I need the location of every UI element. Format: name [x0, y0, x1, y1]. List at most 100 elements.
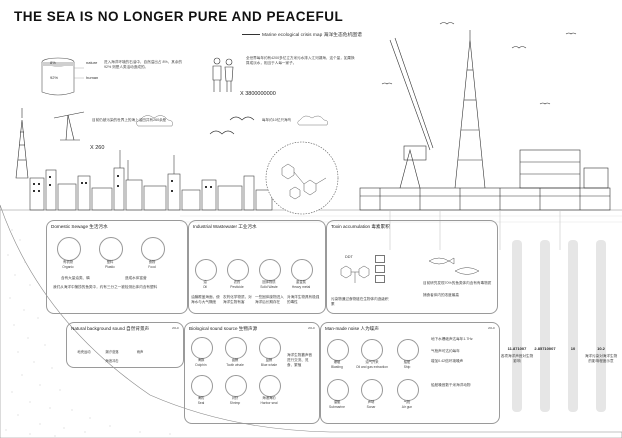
oil-gas-en: Oil and gas extraction — [356, 365, 388, 369]
solid-waste-icon — [259, 259, 281, 281]
sonar-icon — [361, 379, 383, 401]
oil-cn: 油 — [203, 280, 207, 284]
heavy-metal-en: Heavy metal — [291, 285, 311, 289]
oil-note: 目前仍被污染的世界上的海上油田共有260余座 — [92, 118, 167, 122]
harbor-seal-cn: 海港海豹 — [262, 396, 276, 400]
bar-value: 2.85710007 — [534, 346, 556, 351]
blue-whale-en: Blue whale — [260, 363, 278, 367]
solid-waste-cn: 固体物质 — [262, 280, 276, 284]
submarine-cn: 潜艇 — [333, 400, 341, 404]
tooth-whale-icon — [225, 337, 247, 359]
panel-title: Biological sound source 生物声源 — [189, 326, 258, 331]
blasting-icon — [327, 339, 349, 361]
blue-whale-cn: 蓝鲸 — [265, 358, 273, 362]
industrial-note-d: 对海洋生物具有极强的毒性 — [287, 295, 320, 304]
food-icon — [141, 237, 165, 261]
pesticide-cn: 农药 — [233, 280, 241, 284]
panel-title: Natural background sound 自然背景声 — [71, 326, 150, 331]
natural-item: 雨声 — [136, 350, 144, 354]
food-cn: 食物 — [148, 260, 156, 264]
heavy-metal-cn: 重金属 — [296, 280, 306, 284]
element-box-icon — [375, 255, 385, 263]
people-icon — [212, 57, 234, 92]
industrial-note-b: 农药化学物质，对海洋生物有害 — [223, 295, 252, 304]
solid-waste-en: Solid Waste — [260, 285, 278, 289]
pesticide-en: Pesticide — [230, 285, 244, 289]
birds — [209, 22, 577, 135]
oil-gas-extraction-icon — [361, 339, 383, 361]
toxin-note-b: 目前研究发现70%的鱼类体内含有有毒物质 — [423, 281, 492, 285]
panel-title: Industrial Wastewater 工业污水 — [193, 224, 257, 229]
dolphin-en: Dolphin — [195, 363, 207, 367]
toxin-note-a: 污染物通过食物链在生物体内逐级积累 — [331, 297, 389, 306]
industrial-note-a: 油膜覆盖海面，使海水与大气隔绝 — [191, 295, 220, 304]
submarine-en: Submarine — [329, 405, 345, 409]
big-multiplier: X 3800000000 — [240, 91, 276, 97]
organic-icon — [57, 237, 81, 261]
panel-title: Toxin accumulation 毒素累积 — [331, 224, 390, 229]
nature-label: nature — [86, 60, 98, 65]
pesticide-icon — [227, 259, 249, 281]
bird-note: 每年约10亿只海鸟 — [262, 118, 292, 122]
sewage-note-b: 造成水体富营 — [125, 276, 147, 280]
panel-toxin-accumulation: Toxin accumulation 毒素累积 DDT 污染物通过食物链在生物体… — [326, 220, 498, 314]
air-gun-en: Air gun — [401, 405, 413, 409]
page-subtitle: Marine ecological crisis map 海洋生态危机图谱 — [262, 33, 362, 38]
air-gun-cn: 气枪 — [403, 400, 411, 404]
panel-title: Man-made noise 人为噪声 — [325, 326, 379, 331]
manmade-note-c: 增加0.42倍环境噪声 — [431, 359, 464, 363]
industrial-note-c: 一些固体废物进入海洋后长期存在 — [255, 295, 284, 304]
subtitle-rule — [242, 34, 260, 35]
oil-derrick-left — [15, 108, 29, 179]
plastic-en: Plastic — [105, 265, 115, 269]
ship-cn: 船舶 — [403, 360, 411, 364]
ship-icon — [397, 339, 419, 361]
plastic-cn: 塑料 — [106, 260, 114, 264]
bar-note: 海洋污染对海洋生物的影响程度示意 — [584, 354, 618, 363]
biological-note: 海洋生物靠声音进行交流、觅食、繁殖 — [287, 353, 313, 367]
harbor-seal-en: Harbor seal — [260, 401, 278, 405]
nature-pct: 8% — [50, 60, 56, 65]
food-en: Food — [148, 265, 156, 269]
seafloor-dots — [5, 229, 171, 437]
organic-en: Organic — [62, 265, 74, 269]
chem-circle — [265, 141, 339, 215]
pct-note: 进入海洋环境的石油中，自然溢出占 8%，其余的 92% 则是人类活动造成的。 — [104, 60, 183, 69]
sewage-note-c: 我们从海洋中捕捞的鱼类中，约有三分之一被检测出体内含有塑料 — [53, 285, 158, 289]
page-title: THE SEA IS NO LONGER PURE AND PEACEFUL — [14, 9, 344, 24]
oil-count: X 260 — [90, 145, 105, 151]
people-note: 全世界每年约有4200多亿立方米污水排入江河湖海，这个量，如果换算成淡水，相当于… — [246, 56, 355, 65]
manmade-note-d: 船舶噪音数千米海洋动物 — [431, 383, 471, 387]
seal-icon — [191, 375, 213, 397]
unit-label: 20Hz — [307, 326, 315, 330]
blasting-en: Blasting — [331, 365, 343, 369]
oil-icon — [195, 259, 217, 281]
oil-gas-cn: 油气开采 — [365, 360, 379, 364]
panel-domestic-sewage: Domestic Sewage 生活污水 有机物 Organic 塑料 Plas… — [46, 220, 188, 314]
natural-item: 海浪冲击 — [105, 359, 119, 363]
panel-title: Domestic Sewage 生活污水 — [51, 224, 108, 229]
bar-value: 10 — [570, 346, 576, 351]
platform-legs — [389, 210, 561, 250]
human-pct: 92% — [50, 75, 59, 80]
panel-biological-sound: Biological sound source 生物声源 20Hz 海豚 Dol… — [184, 322, 320, 424]
ddt-label: DDT — [345, 255, 353, 259]
bar-note: 各项海洋声音对生物影响 — [500, 354, 534, 363]
seal-cn: 海豹 — [197, 396, 205, 400]
vertical-bar — [540, 240, 550, 412]
tooth-whale-cn: 齿鲸 — [231, 358, 239, 362]
seal-en: Seal — [197, 401, 205, 405]
clouds — [136, 115, 328, 127]
pumpjack — [53, 111, 85, 141]
chem-structures — [281, 163, 327, 200]
panel-natural-sound: Natural background sound 自然背景声 20Hz 地壳运动… — [66, 322, 184, 368]
organic-cn: 有机物 — [63, 260, 73, 264]
manmade-note-b: 气枪声可达约每年 — [431, 349, 460, 353]
fish-food-chain-icon — [428, 257, 480, 275]
ship-en: Ship — [403, 365, 411, 369]
air-gun-icon — [397, 379, 419, 401]
vertical-bar — [512, 240, 522, 412]
dolphin-icon — [191, 337, 213, 359]
toxin-note-c: 捕食者体内的浓度最高 — [423, 293, 459, 297]
